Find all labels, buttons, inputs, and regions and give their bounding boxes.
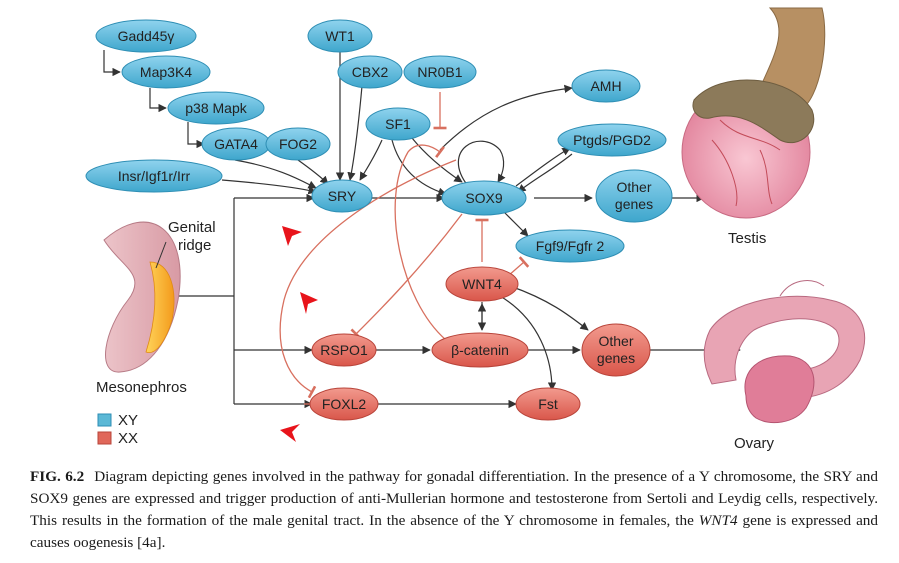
node-map3k4: Map3K4: [121, 55, 211, 89]
svg-text:AMH: AMH: [590, 78, 621, 94]
node-fog2: FOG2: [265, 127, 331, 161]
testis-illustration: [681, 7, 826, 219]
svg-text:WNT4: WNT4: [462, 276, 502, 292]
svg-text:WT1: WT1: [325, 28, 355, 44]
svg-text:SOX9: SOX9: [465, 190, 503, 206]
node-p38-mapk: p38 Mapk: [167, 91, 265, 125]
svg-text:Gadd45γ: Gadd45γ: [118, 28, 175, 44]
svg-text:Fgf9/Fgfr 2: Fgf9/Fgfr 2: [536, 238, 605, 254]
gonadal-pathway-diagram: Genital ridge Mesonephros Testis Ovary G…: [85, 7, 865, 452]
xx-gene-nodes: WNT4 RSPO1 β-catenin Other genes FOXL2 F…: [309, 266, 651, 421]
svg-text:SRY: SRY: [328, 188, 357, 204]
svg-text:CBX2: CBX2: [352, 64, 389, 80]
label-genital-ridge-line2: ridge: [178, 237, 211, 254]
node-sry: SRY: [311, 179, 373, 213]
label-testis: Testis: [728, 230, 766, 247]
label-mesonephros: Mesonephros: [96, 379, 187, 396]
svg-text:p38 Mapk: p38 Mapk: [185, 100, 247, 116]
node-wnt4: WNT4: [445, 266, 519, 302]
svg-text:GATA4: GATA4: [214, 136, 258, 152]
svg-text:SF1: SF1: [385, 116, 411, 132]
node-other-genes-xx: Other genes: [581, 323, 651, 377]
node-gata4: GATA4: [201, 127, 271, 161]
svg-text:NR0B1: NR0B1: [417, 64, 462, 80]
node-fst: Fst: [515, 387, 581, 421]
red-arrowhead-2: [300, 292, 318, 314]
highlight-arrowheads: [280, 226, 318, 442]
svg-text:FOG2: FOG2: [279, 136, 317, 152]
caption-italic-gene: WNT4: [698, 512, 738, 529]
node-sox9: SOX9: [441, 180, 527, 216]
node-sf1: SF1: [365, 107, 431, 141]
legend-swatch-xy: [97, 413, 112, 427]
ovary-illustration: [703, 280, 865, 424]
node-insr-igf1r-irr: Insr/Igf1r/Irr: [85, 159, 223, 193]
svg-text:genes: genes: [615, 196, 653, 212]
caption-label: FIG. 6.2: [30, 468, 85, 485]
node-fgf9-fgfr2: Fgf9/Fgfr 2: [515, 229, 625, 263]
legend: XY XX: [97, 412, 138, 447]
label-ovary: Ovary: [734, 435, 775, 452]
node-foxl2: FOXL2: [309, 387, 379, 421]
activation-edges: [103, 50, 741, 409]
svg-text:Ptgds/PGD2: Ptgds/PGD2: [573, 132, 651, 148]
node-ptgds-pgd2: Ptgds/PGD2: [557, 123, 667, 157]
svg-text:genes: genes: [597, 350, 635, 366]
caption-text-1: Diagram depicting genes involved in the …: [30, 468, 878, 529]
svg-text:Other: Other: [616, 179, 651, 195]
svg-text:Fst: Fst: [538, 396, 558, 412]
node-cbx2: CBX2: [337, 55, 403, 89]
caption-text-2: gene is expressed and causes oogenesis […: [30, 512, 878, 551]
mesonephros-illustration: [103, 221, 181, 373]
legend-label-xy: XY: [118, 412, 138, 429]
label-genital-ridge-line1: Genital: [168, 219, 216, 236]
legend-label-xx: XX: [118, 430, 138, 447]
svg-text:RSPO1: RSPO1: [320, 342, 368, 358]
legend-swatch-xx: [97, 431, 112, 445]
node-beta-catenin: β-catenin: [431, 332, 529, 368]
node-amh: AMH: [571, 69, 641, 103]
node-rspo1: RSPO1: [311, 333, 377, 367]
node-nr0b1: NR0B1: [403, 55, 477, 89]
svg-text:Other: Other: [598, 333, 633, 349]
svg-text:Map3K4: Map3K4: [140, 64, 192, 80]
svg-text:Insr/Igf1r/Irr: Insr/Igf1r/Irr: [118, 168, 191, 184]
node-gadd45g: Gadd45γ: [95, 19, 197, 53]
node-wt1: WT1: [307, 19, 373, 53]
red-arrowhead-3: [280, 424, 300, 442]
svg-text:β-catenin: β-catenin: [451, 342, 509, 358]
node-other-genes-xy: Other genes: [595, 169, 673, 223]
xy-gene-nodes: Gadd45γ Map3K4 p38 Mapk GATA4 FOG2 Insr/…: [85, 19, 673, 263]
red-arrowhead-1: [282, 226, 302, 246]
svg-text:FOXL2: FOXL2: [322, 396, 367, 412]
